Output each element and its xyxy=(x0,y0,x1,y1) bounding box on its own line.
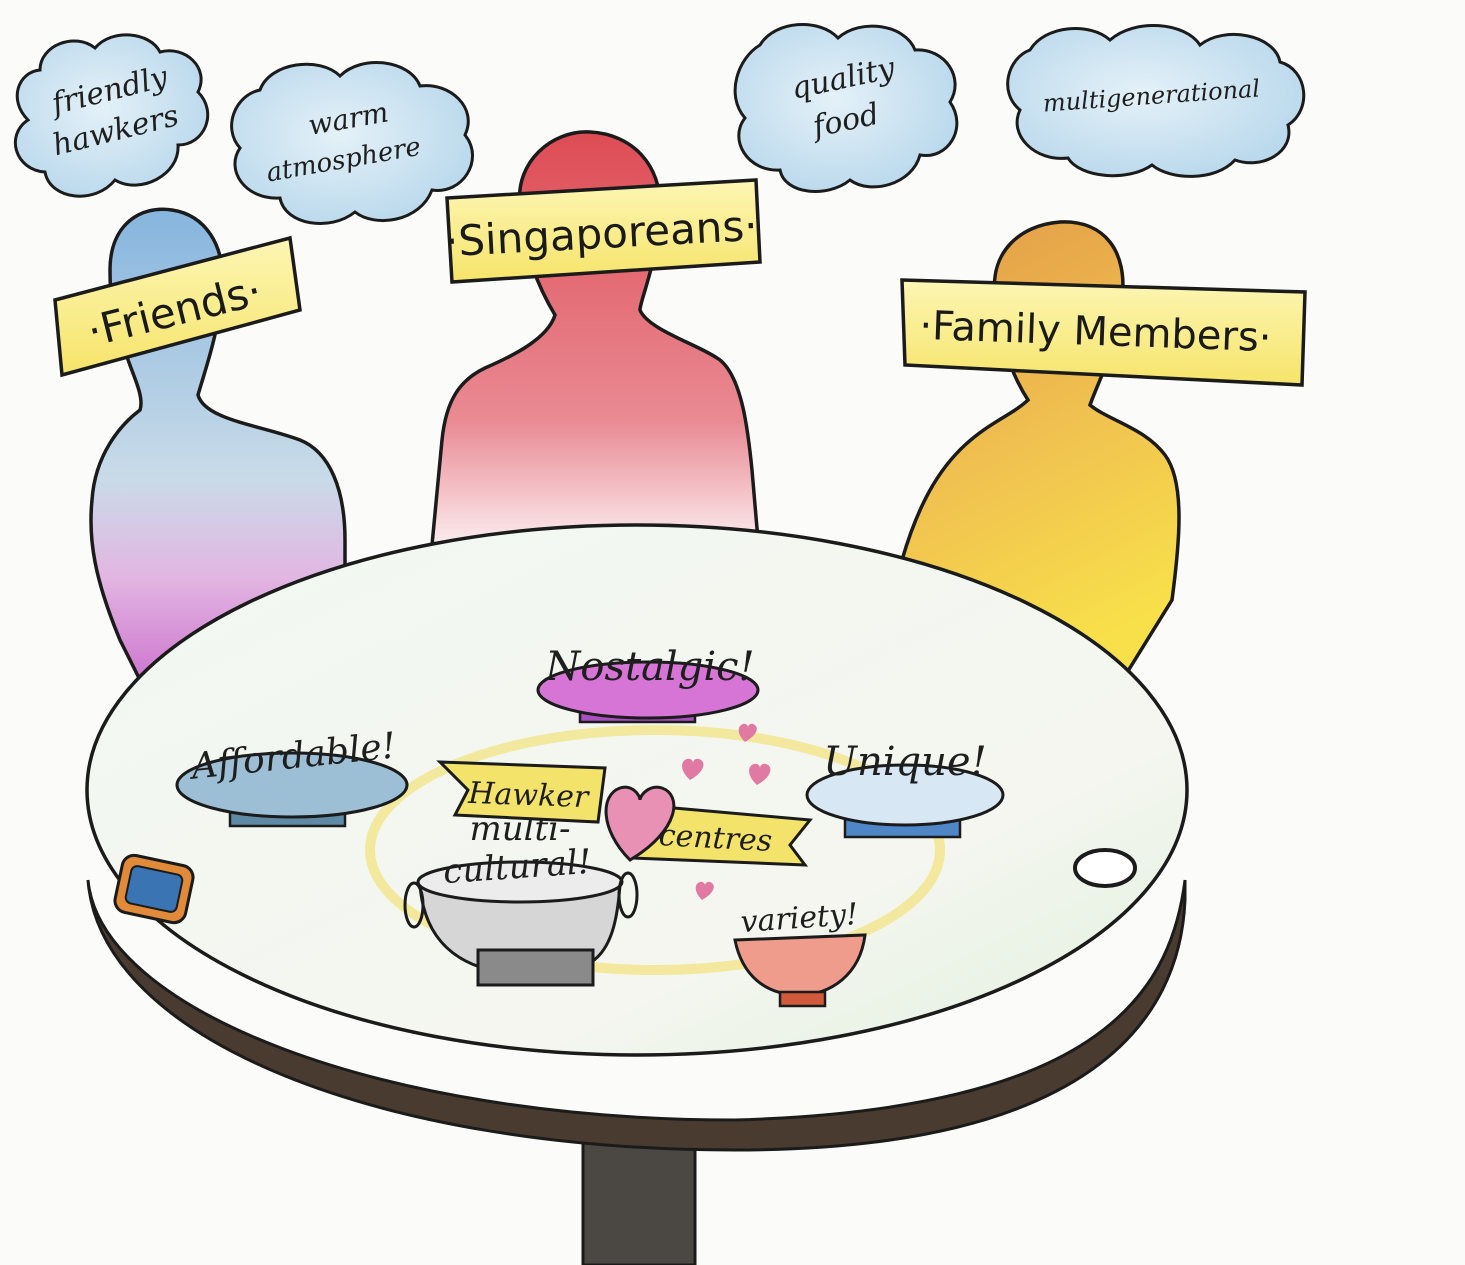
plate-rim xyxy=(175,751,409,819)
pot-multicultural: multi- cultural! xyxy=(403,809,639,987)
bowl-variety: variety! xyxy=(733,897,867,1008)
plate-unique: Unique! xyxy=(805,739,1005,839)
person-silhouette-singaporeans xyxy=(430,130,760,547)
label-box xyxy=(445,178,762,284)
cloud-shape xyxy=(230,61,474,225)
phone-icon xyxy=(113,853,195,925)
label-family-members: ·Family Members· xyxy=(900,278,1307,387)
plate-text-nostalgic: Nostalgic! xyxy=(544,644,754,690)
heart-icon xyxy=(738,723,757,742)
pot-handle-right xyxy=(617,871,639,919)
hearts xyxy=(604,723,771,900)
banner-hawker: Hawker xyxy=(436,760,607,824)
table-inner-ring xyxy=(365,725,945,975)
cloud-shape xyxy=(1006,23,1306,178)
cloud-warm-atmosphere: warm atmosphere xyxy=(230,61,474,225)
heart-icon xyxy=(749,763,771,785)
banner-text-hawker: Hawker xyxy=(467,776,591,815)
plate-nostalgic: Nostalgic! xyxy=(536,644,760,724)
heart-icon xyxy=(682,758,704,780)
cloud-shape xyxy=(733,22,959,193)
pot-handle-left xyxy=(403,881,425,929)
banner-centres: centres xyxy=(630,803,813,867)
banner-ribbon xyxy=(436,760,607,824)
bowl-base xyxy=(778,990,827,1008)
cloud-shape xyxy=(13,33,210,198)
table xyxy=(85,523,1189,1265)
banner-text-centres: centres xyxy=(658,818,773,859)
cloud-friendly-hawkers: friendly hawkers xyxy=(13,33,210,198)
table-hole xyxy=(1073,848,1137,888)
label-box xyxy=(53,235,302,378)
table-leg xyxy=(581,1128,697,1265)
table-top xyxy=(85,523,1189,1057)
cloud-multigenerational: multigenerational xyxy=(1006,23,1306,178)
table-edge xyxy=(86,879,1187,1152)
label-singaporeans: ·Singaporeans· xyxy=(444,178,762,284)
plate-rim xyxy=(805,763,1005,827)
heart-icon xyxy=(604,785,676,862)
plate-rim xyxy=(536,660,760,720)
bowl-text-variety: variety! xyxy=(739,897,859,940)
heart-icon xyxy=(695,881,714,900)
plate-text-unique: Unique! xyxy=(823,739,986,785)
person-singaporeans xyxy=(430,130,760,547)
cloud-quality-food: quality food xyxy=(733,22,959,193)
label-box xyxy=(900,278,1307,387)
pot-base xyxy=(476,948,595,987)
